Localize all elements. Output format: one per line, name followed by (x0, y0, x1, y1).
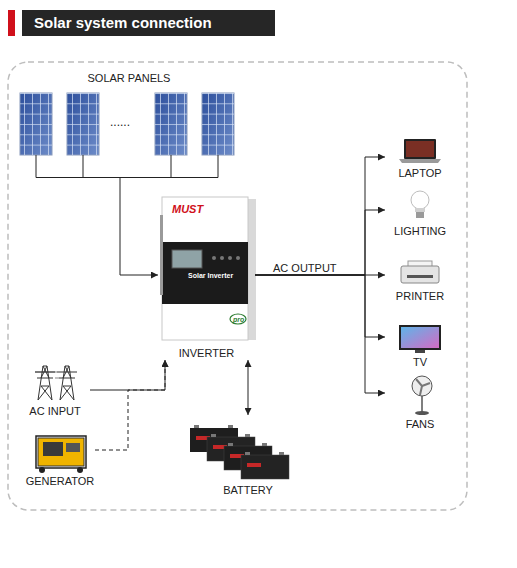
tv-icon-part (399, 325, 441, 350)
solar-panel-array (20, 93, 234, 155)
generator-icon (36, 436, 86, 473)
inverter-illustration-part (212, 256, 216, 260)
power-connector (255, 210, 385, 275)
battery-bank-part (279, 452, 284, 455)
connector-label: AC OUTPUT (273, 262, 337, 275)
inverter-illustration-part (248, 199, 256, 340)
power-connector (120, 178, 158, 275)
power-connector (90, 360, 165, 390)
power-pylons-part (35, 366, 55, 400)
solar-panel-array-part (202, 93, 234, 155)
tv-icon-part (401, 327, 439, 348)
inverter-illustration-part (160, 215, 163, 295)
node-caption: AC INPUT (29, 405, 80, 418)
inverter-illustration-part (228, 256, 232, 260)
node-caption: LAPTOP (398, 167, 441, 180)
node-caption: LIGHTING (394, 225, 446, 238)
solar-panel-array-part (202, 93, 234, 155)
inverter-illustration-part (220, 256, 224, 260)
solar-panel-array-part (67, 93, 99, 155)
battery-bank-part (228, 425, 233, 428)
generator-icon-part (66, 443, 80, 452)
node-caption: BATTERY (223, 484, 273, 497)
title-accent (8, 10, 15, 36)
inverter-illustration-part (162, 197, 248, 340)
battery-bank-part (228, 443, 233, 446)
battery-bank-part (241, 455, 289, 479)
printer-icon (401, 261, 439, 283)
load-node: LIGHTING (385, 188, 455, 238)
power-connector (255, 157, 385, 275)
battery-node: BATTERY (185, 415, 311, 497)
battery-bank-part (247, 463, 261, 467)
inverter-illustration-part (172, 250, 202, 268)
power-connector (255, 275, 385, 393)
node-caption: INVERTER (179, 347, 234, 360)
diagram-title: Solar system connection (22, 10, 275, 36)
power-pylons (35, 366, 77, 400)
load-node: TV (385, 322, 455, 369)
node-caption: PRINTER (396, 290, 444, 303)
laptop-icon-part (399, 159, 441, 163)
fan-icon-part (415, 411, 429, 415)
brand-logo: MUST (172, 204, 203, 215)
fan-icon-part (416, 379, 430, 395)
printer-icon-part (401, 266, 439, 283)
generator-icon-part (43, 442, 63, 456)
generator-icon-part (36, 436, 86, 468)
bulb-icon (411, 191, 429, 218)
inverter-illustration-part (230, 314, 246, 324)
generator-icon-part (39, 467, 45, 473)
bulb-icon-part (415, 208, 425, 212)
source-node: GENERATOR (25, 428, 95, 488)
solar-panel-array-part (20, 93, 52, 155)
inverter-illustration (160, 197, 256, 340)
laptop-icon-part (406, 141, 434, 157)
load-node: LAPTOP (385, 135, 455, 180)
device-label: Solar Inverter (188, 272, 233, 279)
node-caption: GENERATOR (26, 475, 95, 488)
battery-bank-part (245, 452, 250, 455)
load-node: PRINTER (385, 258, 455, 303)
laptop-icon-part (404, 139, 436, 159)
bulb-icon-part (416, 212, 424, 218)
printer-icon-part (407, 275, 433, 278)
model-badge: pro (233, 316, 244, 323)
battery-bank-part (194, 425, 199, 428)
node-caption: TV (413, 356, 427, 369)
inverter-illustration-part (162, 242, 248, 304)
system-border (8, 62, 467, 510)
battery-bank-part (245, 434, 250, 437)
node-caption: SOLAR PANELS (88, 72, 171, 85)
power-connector (248, 360, 249, 415)
power-pylons-part (57, 366, 77, 400)
solar-panel-array-part (20, 93, 52, 155)
load-node: FANS (385, 373, 455, 431)
solar-panel-array-part (155, 93, 187, 155)
solar-panel-array-part (155, 93, 187, 155)
laptop-icon (399, 139, 441, 163)
battery-bank (190, 425, 289, 479)
tv-icon (399, 325, 441, 353)
panel-wires (36, 155, 218, 178)
battery-bank-part (262, 443, 267, 446)
fan-icon-part (412, 376, 432, 396)
ellipsis-mark: ...... (110, 116, 130, 128)
power-pylons-part (35, 372, 59, 378)
generator-icon-part (38, 438, 84, 466)
bulb-icon-part (411, 191, 429, 209)
inverter-illustration-part (236, 256, 240, 260)
solar-panel-array-part (67, 93, 99, 155)
battery-bank-part (211, 434, 216, 437)
fan-icon-part (421, 396, 423, 412)
tv-icon-part (415, 350, 425, 353)
node-caption: FANS (406, 418, 435, 431)
fan-icon (412, 376, 432, 415)
source-node: AC INPUT (20, 356, 90, 418)
power-connector (95, 360, 165, 450)
generator-icon-part (77, 467, 83, 473)
